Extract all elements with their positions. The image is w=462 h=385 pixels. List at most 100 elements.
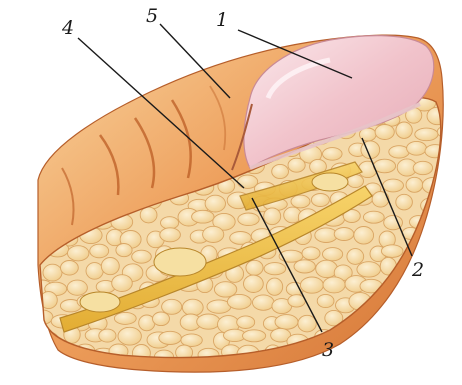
fat-lobule	[40, 94, 57, 107]
fat-lobule	[140, 207, 157, 223]
fat-lobule	[267, 278, 283, 295]
fat-lobule	[368, 350, 390, 363]
fat-lobule	[399, 364, 419, 381]
fat-lobule	[389, 146, 409, 158]
fat-lobule	[159, 331, 182, 344]
fat-lobule	[291, 195, 310, 208]
fat-lobule	[103, 90, 123, 103]
fat-lobule	[162, 299, 182, 314]
fat-lobule	[442, 161, 460, 177]
fat-lobule	[182, 299, 203, 316]
fat-lobule	[61, 261, 79, 276]
fat-lobule	[357, 331, 375, 343]
fat-lobule	[363, 211, 384, 223]
fat-lobule	[293, 360, 310, 376]
fat-lobule	[214, 282, 236, 297]
fat-lobule	[373, 159, 395, 173]
fat-lobule	[272, 164, 289, 178]
fat-lobule	[443, 297, 462, 313]
fat-lobule	[112, 275, 133, 292]
fat-lobule	[433, 326, 452, 343]
fat-lobule	[302, 247, 320, 260]
fat-lobule	[244, 275, 264, 292]
fat-lobule	[356, 368, 373, 384]
fat-lobule	[323, 277, 345, 293]
fat-lobule	[41, 125, 58, 142]
fat-lobule	[118, 327, 141, 345]
fat-lobule	[406, 177, 423, 192]
fat-lobule	[30, 106, 49, 120]
fat-lobule	[444, 231, 461, 245]
fat-lobule	[34, 351, 51, 363]
fat-lobule	[438, 192, 461, 207]
fat-lobule	[238, 213, 259, 226]
fat-lobule	[116, 244, 132, 257]
fat-lobule	[227, 294, 251, 309]
fat-lobule	[67, 280, 87, 295]
fat-lobule	[323, 148, 343, 161]
fat-lobule	[412, 315, 431, 328]
fat-lobule	[265, 366, 287, 384]
fat-lobule	[264, 208, 281, 225]
fat-lobule	[288, 158, 305, 172]
fat-lobule	[323, 248, 343, 261]
fat-lobule	[426, 312, 444, 328]
fat-lobule	[311, 194, 329, 207]
fat-lobule	[203, 226, 224, 242]
label-bone: 3	[322, 339, 334, 361]
fat-lobule	[83, 91, 101, 108]
fat-lobule	[418, 330, 435, 345]
fat-lobule	[334, 228, 354, 241]
fat-lobule	[90, 244, 109, 258]
fat-lobule	[313, 360, 333, 377]
fat-lobule	[161, 217, 179, 229]
fat-lobule	[407, 344, 425, 359]
fat-lobule	[61, 92, 78, 109]
fat-lobule	[354, 227, 374, 245]
fat-lobule	[427, 107, 447, 124]
fat-lobule	[294, 260, 315, 273]
fat-lobule	[396, 122, 412, 138]
fat-lobule	[99, 329, 116, 342]
fat-lobule	[101, 258, 119, 275]
fat-lobule	[381, 245, 403, 258]
fat-lobule	[396, 293, 418, 311]
fat-lobule	[37, 364, 58, 378]
fat-lobule	[407, 141, 427, 155]
fat-lobule	[46, 108, 67, 124]
fat-lobule	[264, 263, 286, 275]
fat-lobule	[417, 366, 436, 378]
fat-lobule	[431, 210, 454, 222]
fat-lobule	[429, 345, 448, 359]
fat-lobule	[197, 314, 220, 329]
fat-lobule	[395, 334, 414, 350]
fat-lobule	[442, 361, 462, 376]
fat-lobule	[378, 332, 399, 348]
fat-lobule	[252, 295, 274, 310]
fat-lobule	[383, 179, 404, 192]
fat-lobule	[205, 195, 225, 212]
fat-lobule	[153, 312, 170, 326]
fat-lobule	[441, 95, 462, 111]
fat-lobule	[24, 147, 47, 159]
fat-lobule	[435, 266, 457, 280]
fat-lobule	[132, 250, 152, 263]
fat-lobule	[246, 260, 263, 275]
fat-lobule	[429, 241, 446, 259]
fat-lobule	[31, 310, 53, 324]
fat-lobule	[275, 315, 298, 330]
label-nail-root: 4	[61, 17, 74, 39]
fat-lobule	[330, 366, 347, 382]
fat-lobule	[415, 128, 438, 141]
label-fat-tissue: 2	[411, 259, 424, 281]
fat-lobule	[391, 349, 411, 363]
fat-lobule	[383, 313, 399, 325]
fat-lobule	[43, 264, 62, 281]
fat-lobule	[192, 210, 214, 223]
fat-lobule	[237, 316, 255, 329]
fat-lobule	[65, 368, 85, 384]
fat-lobule	[114, 312, 136, 324]
fat-lobule	[317, 294, 334, 307]
fat-lobule	[417, 293, 437, 310]
